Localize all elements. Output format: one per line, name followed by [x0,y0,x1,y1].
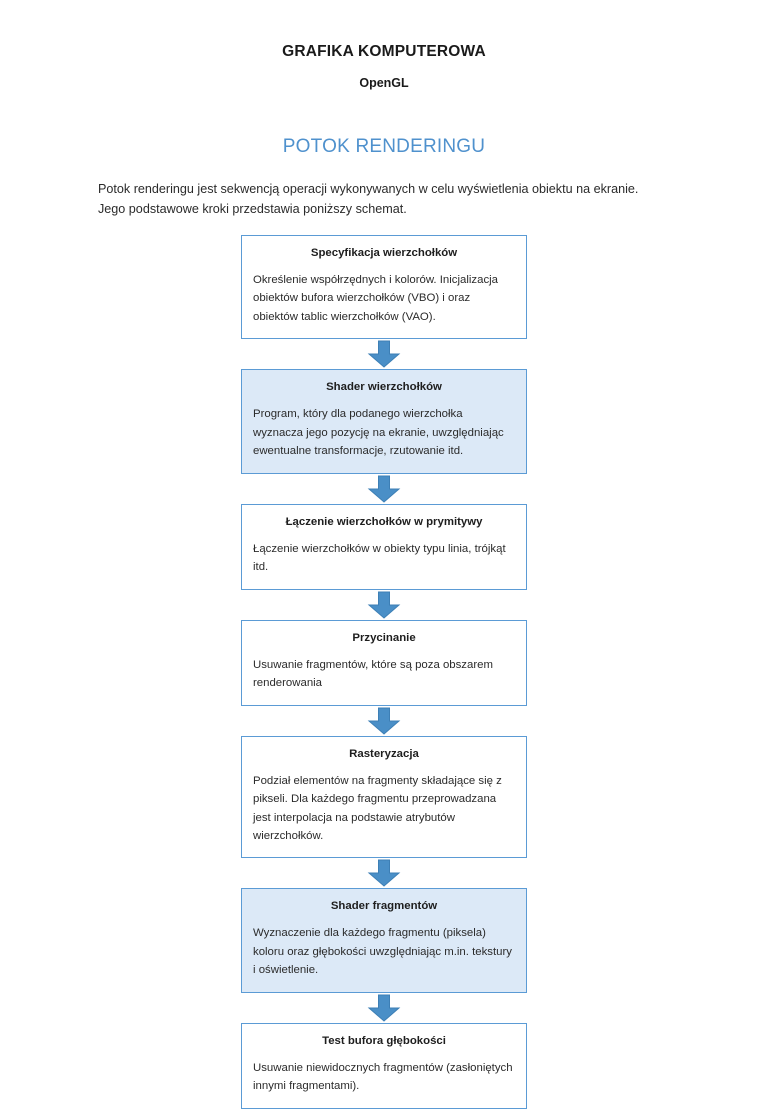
flow-step-title: Shader wierzchołków [326,381,442,394]
flow-step-title: Przycinanie [352,631,416,644]
down-arrow-icon [241,706,527,736]
section-heading: POTOK RENDERINGU [282,136,486,157]
intro-paragraph: Potok renderingu jest sekwencją operacji… [98,182,639,216]
flow-step-title: Specyfikacja wierzchołków [310,247,458,260]
flow-step-body: Określenie współrzędnych i kolorów. Inic… [253,274,499,323]
flow-step-title: Test bufora głębokości [322,1034,446,1047]
flow-step-body: Program, który dla podanego wierzchołka … [253,408,504,458]
flow-step-body: Łączenie wierzchołków w obiekty typu lin… [253,542,506,574]
down-arrow-icon [241,590,527,620]
flow-step-title: Rasteryzacja [349,747,419,760]
document-page: GRAFIKA KOMPUTEROWA OpenGL POTOK RENDERI… [98,43,639,1109]
document-subtitle: OpenGL [359,76,409,90]
down-arrow-icon [241,993,527,1023]
flow-step-body: Podział elementów na fragmenty składając… [253,774,502,842]
flow-step-body: Usuwanie fragmentów, które są poza obsza… [253,658,493,690]
flow-step-body: Usuwanie niewidocznych fragmentów (zasło… [253,1061,513,1093]
down-arrow-icon [241,858,527,888]
down-arrow-icon [241,339,527,369]
flow-step-title: Łączenie wierzchołków w prymitywy [285,515,483,528]
flow-step-body: Wyznaczenie dla każdego fragmentu (pikse… [253,927,512,977]
document-title: GRAFIKA KOMPUTEROWA [282,43,486,60]
down-arrow-icon [241,474,527,504]
flow-step-title: Shader fragmentów [330,900,438,913]
